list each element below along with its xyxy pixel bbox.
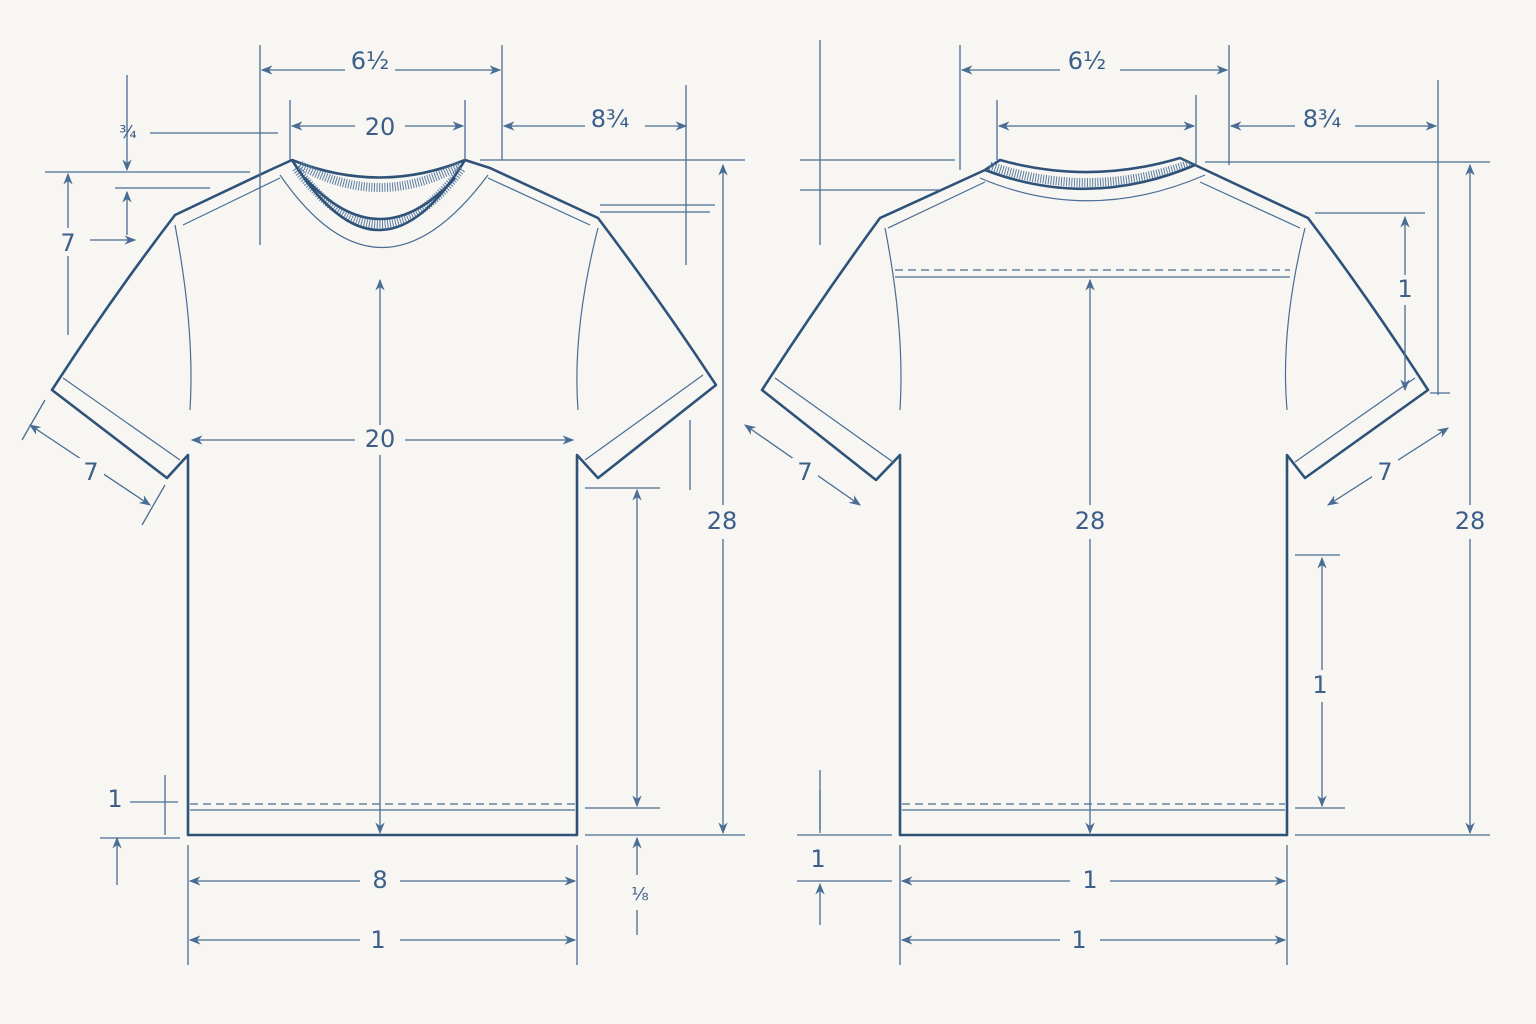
back-outline (760, 156, 1430, 837)
front-collar-rib (292, 165, 466, 229)
back-armhole-label: 1 (1397, 275, 1412, 303)
back-sleeve-right-label: 7 (1377, 458, 1392, 486)
back-shirt (760, 156, 1430, 837)
front-neck-opening-label: 6½ (351, 47, 390, 75)
front-hem-height-label: 1 (107, 785, 122, 813)
front-outline (50, 158, 718, 837)
front-neck-drop-label: ¾ (119, 122, 136, 143)
front-neck-width-label: 20 (365, 113, 396, 141)
back-sleeve-left-label: 7 (797, 458, 812, 486)
back-bottom-width-label: 1 (1071, 926, 1086, 954)
front-shoulder-label: 8¾ (591, 105, 630, 133)
back-hem-width-label: 1 (1082, 866, 1097, 894)
front-side-slit-label: ⅛ (631, 884, 648, 905)
front-bottom-width-label: 1 (370, 926, 385, 954)
back-side-seam-label: 1 (1312, 671, 1327, 699)
front-armhole-label: 7 (60, 229, 75, 257)
front-body-length-label: 28 (707, 507, 738, 535)
front-sleeve-opening-label: 7 (83, 458, 98, 486)
front-shirt (50, 158, 718, 837)
front-chest-label: 20 (365, 425, 396, 453)
front-hem-width-label: 8 (372, 866, 387, 894)
back-hem-height-label: 1 (810, 845, 825, 873)
front-labels: 6½ 20 ¾ 8¾ 7 20 7 28 1 8 1 ⅛ (55, 47, 745, 955)
back-neck-opening-label: 6½ (1068, 47, 1107, 75)
front-dimensions (21, 45, 745, 965)
back-center-length-label: 28 (1075, 507, 1106, 535)
back-labels: 6½ 8¾ 1 7 28 7 28 1 1 1 1 (792, 47, 1493, 955)
back-body-length-label: 28 (1455, 507, 1486, 535)
back-dimensions (744, 40, 1490, 965)
back-shoulder-label: 8¾ (1303, 105, 1342, 133)
